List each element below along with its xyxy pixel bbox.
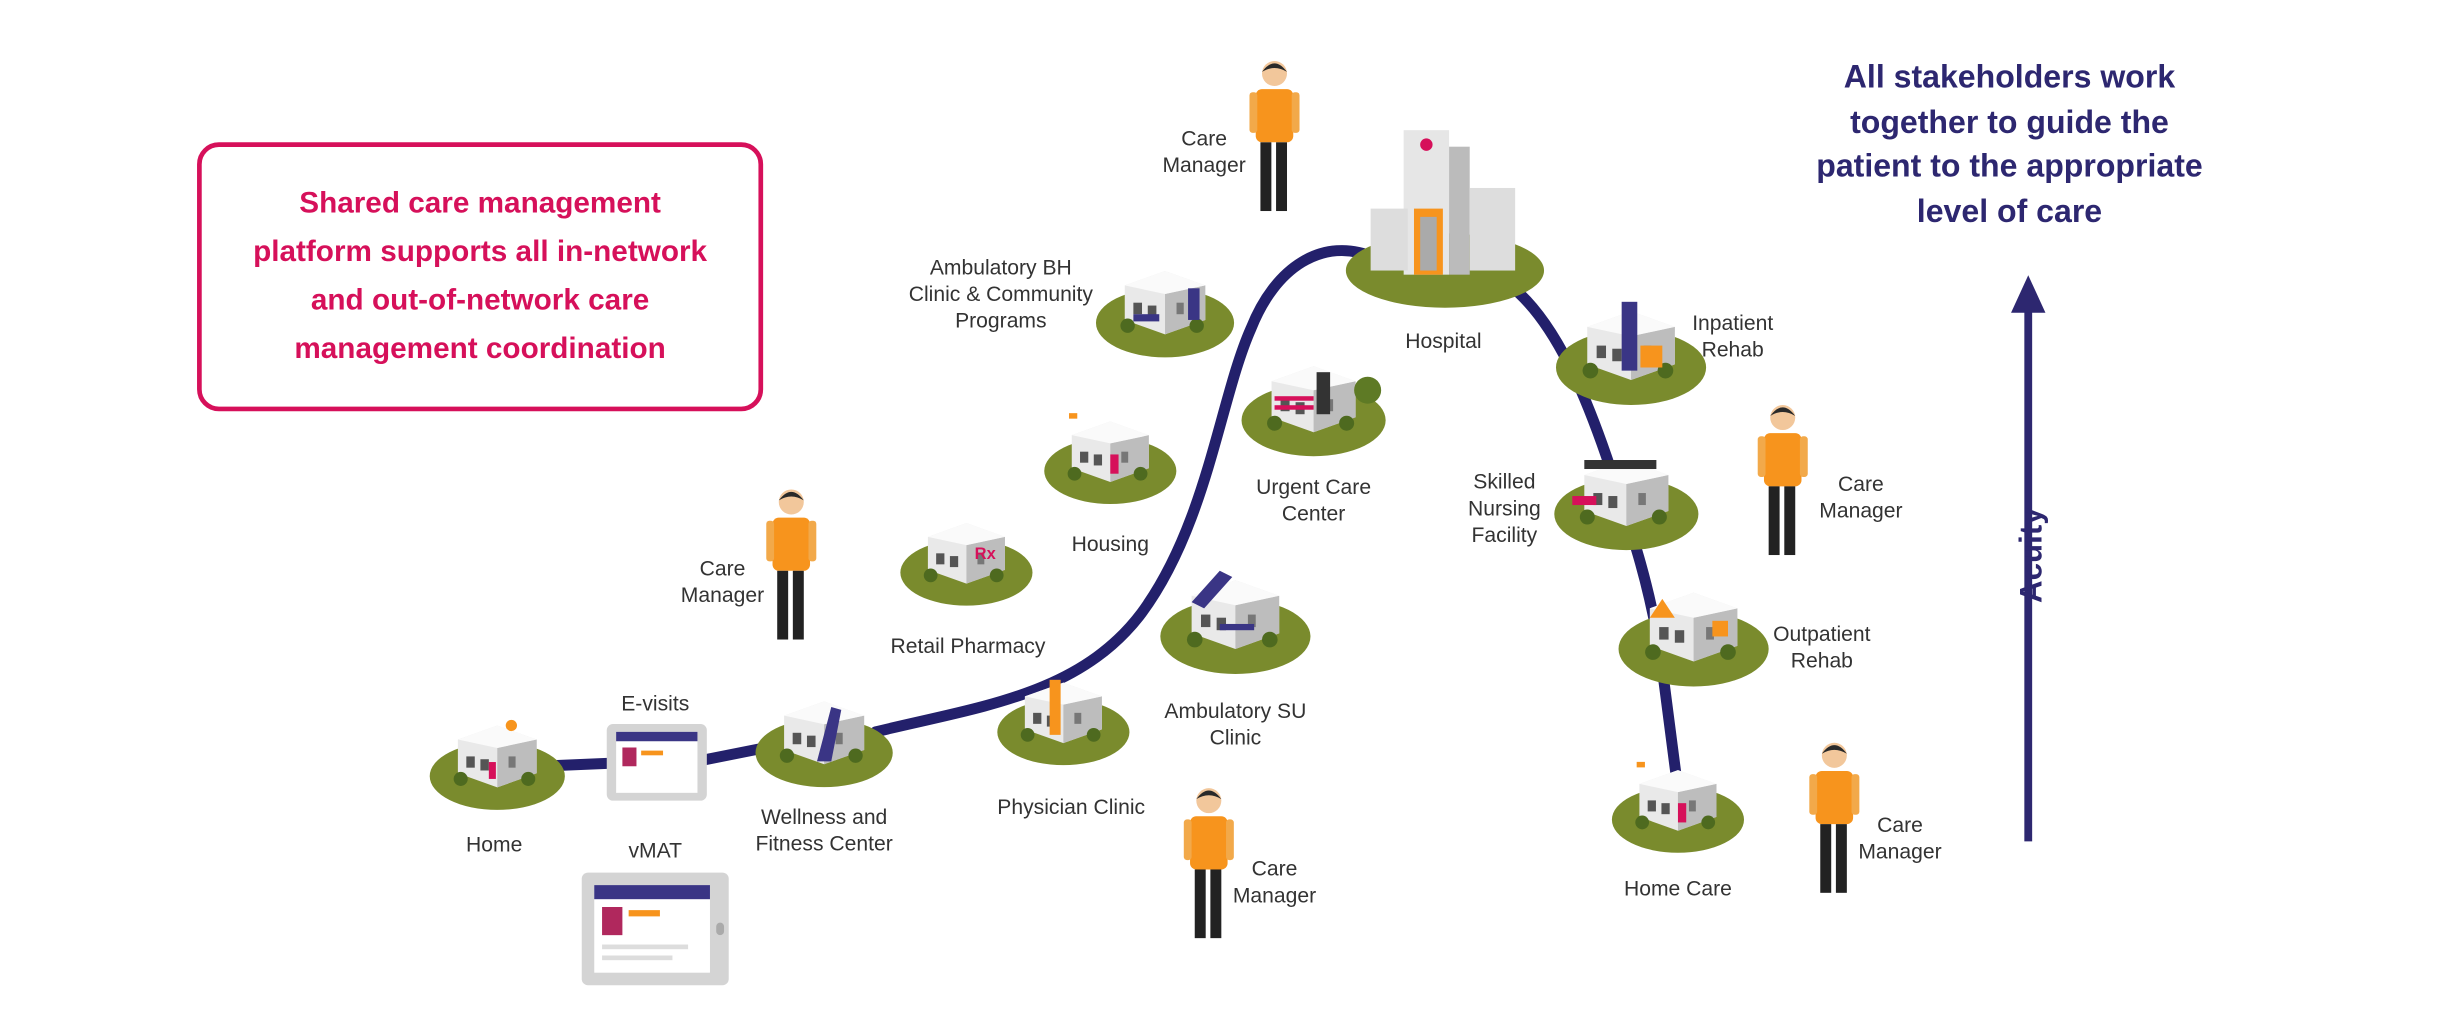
acuity-arrow-head-icon (2011, 275, 2046, 313)
ambulatory-su-clinic-icon[interactable] (1157, 563, 1313, 688)
retail-pharmacy-label: Retail Pharmacy (890, 634, 1046, 658)
hospital-label: Hospital (1405, 329, 1482, 353)
skilled-nursing-icon[interactable] (1551, 441, 1701, 566)
home-care-label: Home Care (1623, 876, 1732, 900)
inpatient-rehab-icon[interactable] (1553, 291, 1709, 422)
callout-line: platform supports all in-network (253, 236, 708, 269)
housing-label: Housing (1071, 532, 1150, 556)
care-manager-figure (766, 489, 817, 640)
stakeholders-title: All stakeholders work together to guide … (1783, 56, 2237, 234)
urgent-care-icon[interactable] (1239, 355, 1389, 464)
vmat-label: vMAT (628, 838, 683, 863)
svg-text:Rx: Rx (975, 545, 997, 563)
home-care-icon[interactable] (1609, 758, 1747, 861)
evisits-tablet[interactable] (606, 724, 707, 801)
home-label: Home (466, 832, 523, 857)
title-line: together to guide the (1850, 103, 2169, 140)
care-manager-figure (1809, 742, 1860, 893)
physician-clinic-icon[interactable] (995, 669, 1133, 775)
acuity-label: Acuity (2014, 507, 2050, 603)
physician-clinic-label: Physician Clinic (997, 795, 1146, 819)
evisits-label: E-visits (621, 691, 690, 716)
callout-line: management coordination (294, 333, 666, 366)
retail-pharmacy-icon[interactable]: Rx (898, 510, 1036, 616)
care-manager-figure (1757, 405, 1808, 556)
care-manager-figure (1183, 788, 1234, 939)
wellness-center-icon[interactable] (749, 693, 899, 793)
title-line: level of care (1916, 193, 2103, 230)
hospital-icon[interactable] (1342, 125, 1548, 313)
housing-icon[interactable] (1041, 411, 1179, 511)
callout-line: and out-of-network care (310, 284, 650, 318)
callout-line: Shared care management (299, 187, 661, 221)
title-line: patient to the appropriate (1816, 148, 2203, 185)
title-line: All stakeholders work (1843, 59, 2176, 96)
vmat-tablet[interactable] (581, 872, 729, 986)
outpatient-rehab-icon[interactable] (1615, 583, 1771, 692)
path-line (534, 245, 1684, 796)
home-house-icon[interactable] (427, 712, 568, 821)
shared-platform-callout: Shared care management platform supports… (197, 142, 764, 412)
care-manager-figure (1249, 60, 1300, 212)
ambulatory-bh-clinic-icon[interactable] (1093, 260, 1237, 366)
